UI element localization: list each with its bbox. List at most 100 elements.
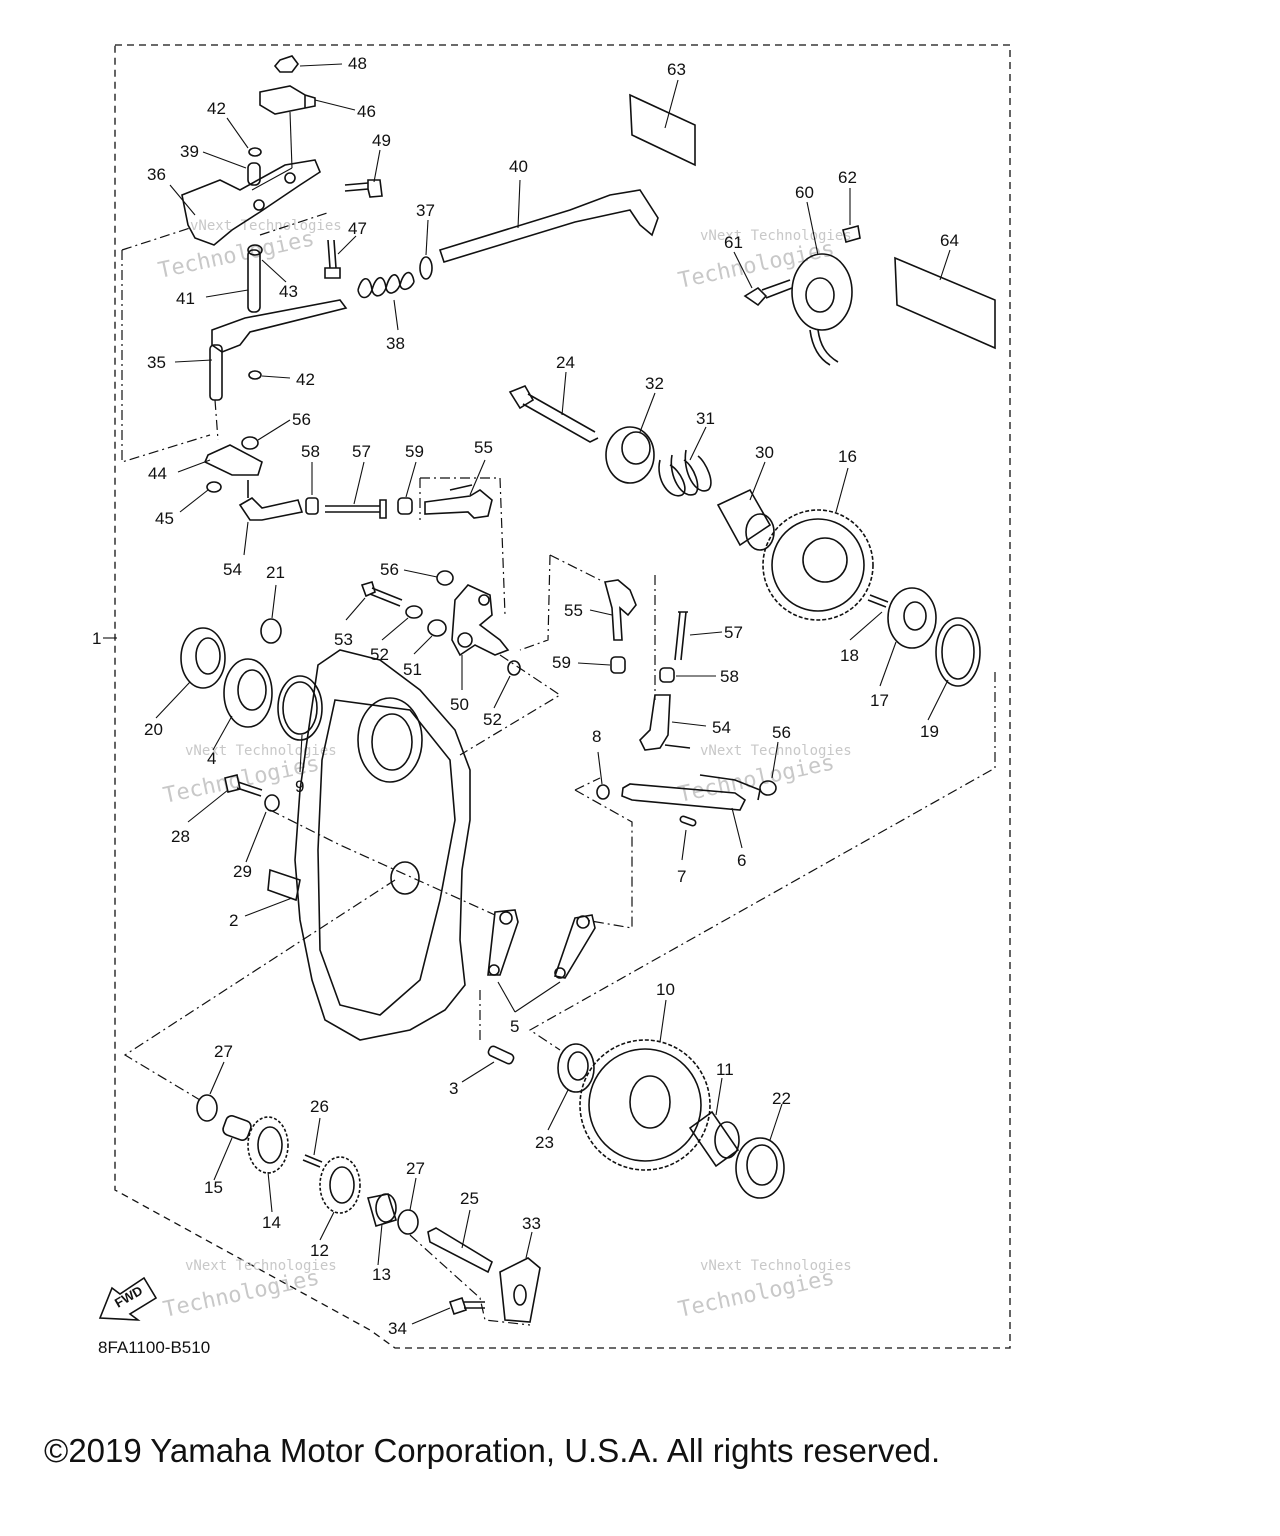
label-61: 61 — [724, 233, 743, 252]
part-42-clip — [248, 147, 262, 157]
part-3-pin — [487, 1045, 515, 1065]
label-33: 33 — [522, 1214, 541, 1233]
part-2-housing — [294, 649, 471, 1041]
part-4-bearing — [223, 658, 273, 728]
label-55: 55 — [474, 438, 493, 457]
part-34-bolt — [448, 1296, 485, 1316]
watermark: vNext Technologies Technologies — [161, 1258, 337, 1323]
label-42b: 42 — [296, 370, 315, 389]
watermark: vNext Technologies Technologies — [676, 1258, 852, 1323]
part-7-pin — [679, 815, 697, 827]
part-labels: 1 2 3 4 5 6 7 8 9 10 11 12 13 14 15 16 1… — [92, 54, 959, 1338]
label-56c: 56 — [772, 723, 791, 742]
part-59-nut — [397, 497, 413, 515]
part-58-nut — [305, 497, 319, 515]
part-57-bolt-right — [674, 611, 688, 661]
label-4: 4 — [207, 749, 216, 768]
label-41: 41 — [176, 289, 195, 308]
part-56-nut-mid — [436, 570, 454, 586]
part-64-label — [894, 256, 996, 350]
part-24-bolt — [508, 384, 599, 443]
part-27-washer — [196, 1094, 218, 1122]
part-63-label — [629, 93, 696, 167]
label-19: 19 — [920, 722, 939, 741]
part-17-clutch — [887, 587, 937, 649]
part-41-shaft — [247, 249, 261, 313]
label-14: 14 — [262, 1213, 281, 1232]
part-18-screw — [867, 594, 889, 608]
part-32-collar — [605, 426, 655, 484]
label-52b: 52 — [483, 710, 502, 729]
label-10: 10 — [656, 980, 675, 999]
svg-text:vNext Technologies: vNext Technologies — [185, 1258, 337, 1274]
part-47-screw — [324, 239, 341, 279]
label-46: 46 — [357, 102, 376, 121]
part-46-bracket — [259, 85, 316, 115]
svg-text:Technologies: Technologies — [676, 236, 837, 294]
label-16: 16 — [838, 447, 857, 466]
part-12-gear — [319, 1156, 361, 1214]
label-45: 45 — [155, 509, 174, 528]
part-44-link — [203, 444, 263, 476]
part-28-bolt — [224, 774, 263, 797]
label-50: 50 — [450, 695, 469, 714]
part-43-clip — [247, 244, 263, 256]
part-45-nut — [206, 481, 222, 493]
copyright-notice: ©2019 Yamaha Motor Corporation, U.S.A. A… — [44, 1432, 941, 1469]
label-3: 3 — [449, 1079, 458, 1098]
part-19-circlip — [935, 617, 981, 687]
label-5: 5 — [510, 1017, 519, 1036]
part-10-gear — [579, 1039, 711, 1171]
label-53: 53 — [334, 630, 353, 649]
leader-lines — [155, 63, 951, 1325]
part-31-spring — [658, 449, 712, 497]
part-26-screw — [302, 1154, 323, 1168]
label-58b: 58 — [720, 667, 739, 686]
part-53-bolt — [360, 581, 403, 607]
part-55-rodend-right — [603, 579, 637, 641]
label-48: 48 — [348, 54, 367, 73]
part-9-circlip — [277, 675, 323, 741]
part-40-rod — [438, 189, 659, 263]
label-56: 56 — [292, 410, 311, 429]
label-36: 36 — [147, 165, 166, 184]
label-60: 60 — [795, 183, 814, 202]
diagram-boundary — [114, 44, 1011, 1349]
label-54b: 54 — [712, 718, 731, 737]
part-29-washer — [264, 794, 280, 812]
label-37: 37 — [416, 201, 435, 220]
part-25-shaft — [427, 1227, 493, 1274]
part-27-washer-lower — [397, 1209, 419, 1235]
part-38-spring — [357, 271, 415, 299]
part-51-collar — [427, 619, 447, 637]
part-5-link-a — [487, 909, 519, 976]
part-22-collar — [735, 1137, 785, 1199]
fwd-arrow-icon: FWD — [98, 1276, 158, 1321]
label-18: 18 — [840, 646, 859, 665]
label-27: 27 — [214, 1042, 233, 1061]
svg-text:vNext Technologies: vNext Technologies — [185, 743, 337, 759]
part-42-clip-lower — [248, 370, 262, 380]
label-57: 57 — [352, 442, 371, 461]
label-28: 28 — [171, 827, 190, 846]
label-31: 31 — [696, 409, 715, 428]
label-15: 15 — [204, 1178, 223, 1197]
label-59b: 59 — [552, 653, 571, 672]
part-50-lever — [451, 584, 510, 657]
label-59: 59 — [405, 442, 424, 461]
part-11-bearing — [688, 1110, 740, 1168]
part-55-rodend — [424, 484, 493, 519]
part-37-circlip — [419, 256, 433, 280]
label-47: 47 — [348, 219, 367, 238]
label-26: 26 — [310, 1097, 329, 1116]
label-54: 54 — [223, 560, 242, 579]
part-60-sensor — [791, 253, 853, 331]
part-56-nut-top — [241, 436, 259, 450]
label-49: 49 — [372, 131, 391, 150]
label-42: 42 — [207, 99, 226, 118]
part-52-washer — [405, 605, 423, 619]
svg-text:FWD: FWD — [112, 1283, 145, 1311]
label-9: 9 — [295, 777, 304, 796]
part-54-rodend — [238, 480, 304, 521]
